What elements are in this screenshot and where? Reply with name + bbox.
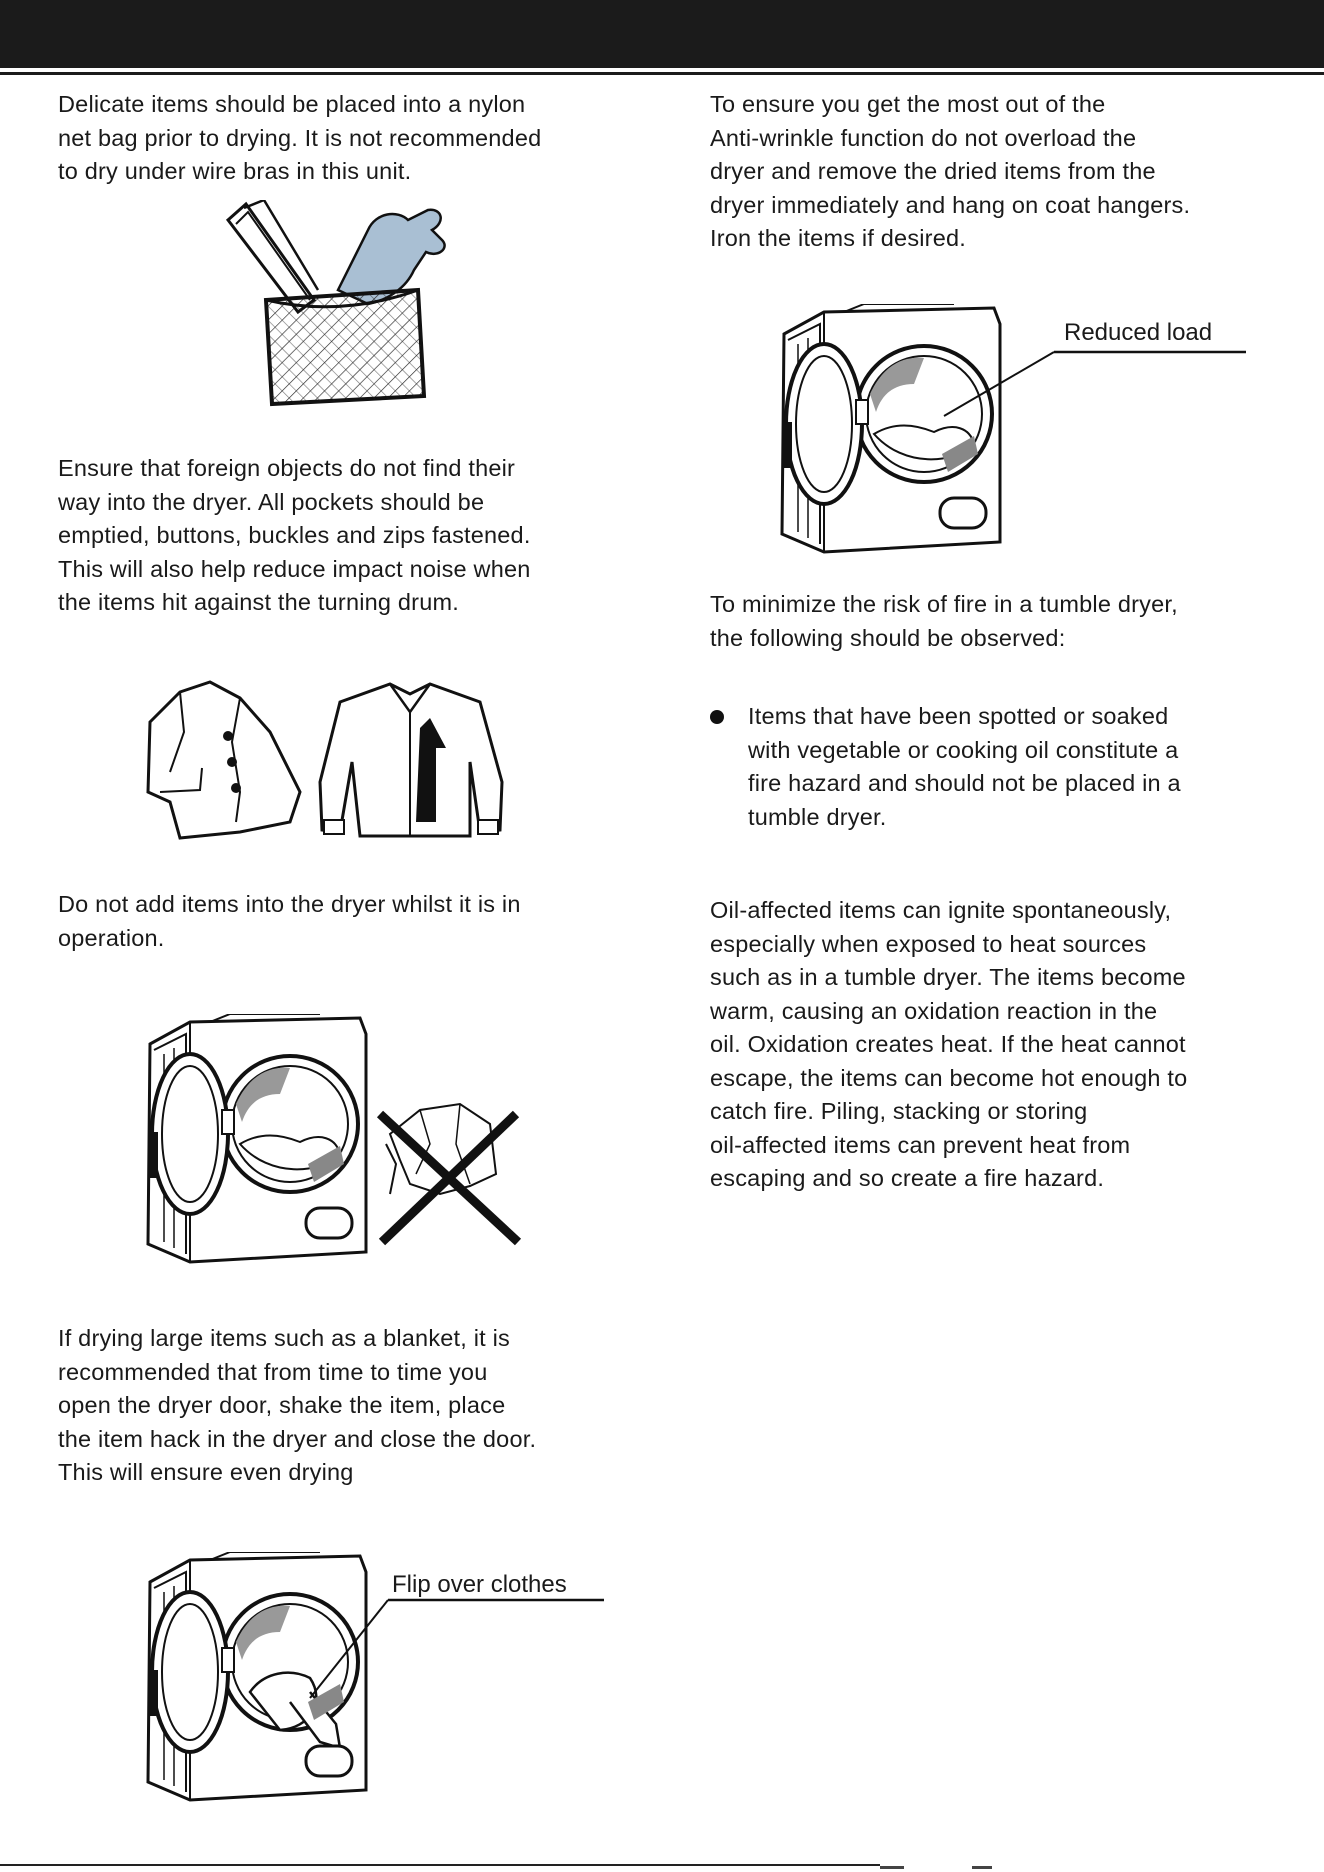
text-line: with vegetable or cooking oil constitute… <box>748 736 1179 763</box>
text-line: tumble dryer. <box>748 803 887 830</box>
text-line: emptied, buttons, buckles and zips faste… <box>58 522 531 548</box>
text-line: open the dryer door, shake the item, pla… <box>58 1392 506 1418</box>
dryer-reduced-load-illustration: Reduced load <box>774 304 1254 554</box>
text-line: oil-affected items can prevent heat from <box>710 1131 1131 1158</box>
text-line: Iron the items if desired. <box>710 225 966 251</box>
footer-mark <box>880 1866 904 1869</box>
text-line: net bag prior to drying. It is not recom… <box>58 124 542 151</box>
callout-flip-over-clothes: Flip over clothes <box>392 1571 567 1598</box>
tumble-dryer-icon: Flip over clothes <box>146 1552 604 1802</box>
text-line: This will also help reduce impact noise … <box>58 555 531 582</box>
bullet-text: Items that have been spotted or soaked w… <box>748 700 1181 834</box>
text-line: escape, the items can become hot enough … <box>710 1064 1188 1091</box>
header-bar <box>0 0 1324 68</box>
text-line: catch fire. Piling, stacking or storing <box>710 1098 1088 1124</box>
text-line: To ensure you get the most out of the <box>710 91 1106 117</box>
text-line: Items that have been spotted or soaked <box>748 703 1169 729</box>
paragraph-anti-wrinkle: To ensure you get the most out of the An… <box>710 88 1190 256</box>
text-line: If drying large items such as a blanket,… <box>58 1325 510 1351</box>
text-line: way into the dryer. All pockets should b… <box>58 488 485 515</box>
footer-rule <box>0 1864 880 1866</box>
text-line: operation. <box>58 924 165 951</box>
text-line: Do not add items into the dryer whilst i… <box>58 891 521 917</box>
text-line: such as in a tumble dryer. The items bec… <box>710 964 1186 990</box>
text-line: especially when exposed to heat sources <box>710 930 1147 957</box>
text-line: dryer immediately and hang on coat hange… <box>710 191 1191 218</box>
paragraph-oil-ignition: Oil-affected items can ignite spontaneou… <box>710 894 1187 1196</box>
paragraph-no-adding: Do not add items into the dryer whilst i… <box>58 888 521 955</box>
text-line: oil. Oxidation creates heat. If the heat… <box>710 1031 1186 1057</box>
dryer-flip-clothes-illustration: Flip over clothes <box>140 1552 610 1802</box>
text-line: Anti-wrinkle function do not overload th… <box>710 124 1137 151</box>
text-line: to dry under wire bras in this unit. <box>58 158 412 184</box>
net-bag-illustration <box>218 200 458 410</box>
text-line: Oil-affected items can ignite spontaneou… <box>710 897 1172 923</box>
text-line: recommended that from time to time you <box>58 1358 488 1385</box>
text-line: Delicate items should be placed into a n… <box>58 91 526 117</box>
paragraph-large-items: If drying large items such as a blanket,… <box>58 1322 536 1490</box>
crossed-out-clothes-icon <box>376 1102 522 1246</box>
jacket-shirt-icon <box>146 680 504 840</box>
text-line: the following should be observed: <box>710 624 1066 651</box>
text-line: warm, causing an oxidation reaction in t… <box>710 997 1158 1024</box>
text-line: dryer and remove the dried items from th… <box>710 158 1156 184</box>
text-line: escaping and so create a fire hazard. <box>710 1165 1105 1191</box>
text-line: This will ensure even drying <box>58 1459 354 1485</box>
paragraph-fire-risk: To minimize the risk of fire in a tumble… <box>710 588 1178 655</box>
fastened-clothes-illustration <box>140 672 520 848</box>
text-line: To minimize the risk of fire in a tumble… <box>710 591 1178 617</box>
text-line: fire hazard and should not be placed in … <box>748 770 1181 796</box>
dryer-no-adding-illustration <box>140 1014 560 1264</box>
text-line: the item hack in the dryer and close the… <box>58 1425 537 1452</box>
callout-reduced-load: Reduced load <box>1064 319 1212 346</box>
tumble-dryer-icon <box>146 1014 522 1264</box>
footer-mark <box>972 1866 992 1869</box>
net-bag-icon <box>225 200 446 407</box>
header-rule <box>0 72 1324 75</box>
tumble-dryer-icon: Reduced load <box>780 304 1246 554</box>
bullet-icon <box>710 710 724 724</box>
text-line: Ensure that foreign objects do not find … <box>58 455 516 481</box>
paragraph-net-bag: Delicate items should be placed into a n… <box>58 88 541 189</box>
paragraph-foreign-objects: Ensure that foreign objects do not find … <box>58 452 531 620</box>
text-line: the items hit against the turning drum. <box>58 589 459 615</box>
